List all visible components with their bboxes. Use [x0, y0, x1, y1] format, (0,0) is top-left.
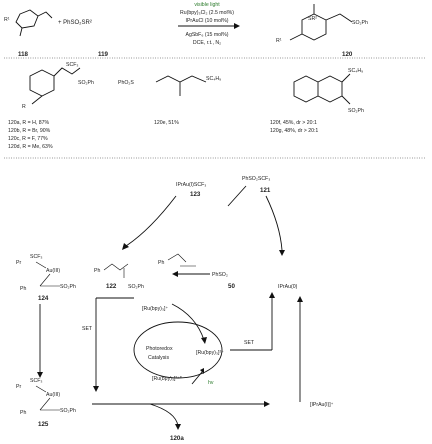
arrow-to-120a — [149, 403, 179, 427]
mech-scf3-124: SCF₃ — [30, 254, 43, 260]
mech-so2ph-125: SO₂Ph — [60, 408, 76, 414]
mech-phso2scf3: PhSO₂SCF₃ — [242, 176, 270, 182]
example-120a-so2ph: SO₂Ph — [78, 80, 94, 86]
mech-ipr-au-i-plus: [IPrAu(I)]⁺ — [310, 402, 334, 408]
photoredox-subtitle: Catalysis — [148, 355, 169, 361]
mech-125-label: 125 — [38, 421, 49, 428]
reagent-label: + PhSO₂SR² — [58, 20, 92, 26]
mechanism: IPrAu(I)SCF₃ 123 PhSO₂SCF₃ 121 Pr SCF₃ A… — [16, 176, 334, 442]
example-120e-phso2s: PhO₂S — [118, 80, 134, 86]
light-condition: visible light — [194, 2, 220, 8]
mech-ph-122: Ph — [94, 268, 100, 274]
mech-so2ph-124: SO₂Ph — [60, 284, 76, 290]
product-r1-label: R¹ — [276, 38, 282, 44]
example-120e-structure — [155, 75, 207, 96]
mech-ph-125: Ph — [20, 410, 26, 416]
example-120f-entry: 120f, 45%, dr > 20:1 — [270, 120, 317, 126]
mech-50-label: 50 — [228, 283, 235, 290]
solvent-condition: DCE, r.t., N₂ — [193, 40, 221, 46]
example-120a-d-list: 120a, R = H, 87% 120b, R = Br, 90% 120c,… — [8, 120, 53, 150]
mech-123-label: 123 — [190, 191, 201, 198]
compound-119: 119 — [98, 51, 109, 58]
mech-122-label: 122 — [106, 283, 117, 290]
mech-ru-plus: [Ru(bpy)₃]⁺ — [142, 306, 168, 312]
arrow-121-in — [265, 195, 283, 251]
example-120f-structure — [293, 73, 351, 105]
r1-label: R¹ — [4, 17, 10, 23]
arrow-121-left — [227, 185, 247, 207]
example-120e-sc4h9: SC₄H₉ — [206, 76, 221, 82]
substrate-118-structure — [15, 9, 53, 37]
example-120a-structure — [29, 67, 81, 105]
mech-ru-2plus: [Ru(bpy)₃]²⁺ — [196, 350, 224, 356]
arrow-123-in — [125, 195, 177, 247]
set-right-label: SET — [244, 340, 255, 346]
mech-120a-label: 120a — [170, 435, 184, 442]
set-left-label: SET — [82, 326, 93, 332]
substrate-examples: SCF₃ SO₂Ph R PhO₂S SC₄H₉ SC₄H₉ SO₂Ph 120… — [4, 62, 426, 159]
example-120g-entry: 120g, 48%, dr > 20:1 — [270, 128, 318, 134]
compound-120: 120 — [342, 51, 353, 58]
mech-phso2-radical: PhSO₂ — [212, 272, 228, 278]
photocatalyst-condition: Ru(bpy)₃Cl₂ (2.5 mol%) — [180, 10, 234, 16]
example-120a-entry: 120a, R = H, 87% — [8, 120, 49, 126]
mech-pr-label-125: Pr — [16, 384, 21, 390]
additive-condition: AgSbF₆ (15 mol%) — [185, 32, 228, 38]
mech-ph-124: Ph — [20, 286, 26, 292]
example-120c-entry: 120c, R = F, 77% — [8, 136, 48, 142]
compound-118: 118 — [18, 51, 29, 58]
example-120d-entry: 120d, R = Me, 63% — [8, 144, 53, 150]
example-120f-so2ph: SO₂Ph — [348, 108, 364, 114]
product-so2ph-label: SO₂Ph — [352, 20, 368, 26]
photoredox-cycle — [133, 321, 223, 379]
example-120a-scf3: SCF₃ — [66, 62, 79, 68]
mech-ph-arr: Ph — [158, 260, 164, 266]
mech-so2ph-122: SO₂Ph — [128, 284, 144, 290]
product-r2-label: SR² — [308, 16, 317, 22]
example-120f-sc4h9: SC₄H₉ — [348, 68, 363, 74]
mech-au-iii-124: Au(III) — [46, 268, 60, 274]
product-120-structure — [289, 4, 353, 41]
mech-ru-2plus-star: [Ru(bpy)₃]²⁺* — [152, 376, 182, 382]
photoredox-title: Photoredox — [146, 346, 173, 352]
mech-iprau0-label: IPrAu(0) — [278, 284, 298, 290]
mech-pr-label: Pr — [16, 260, 21, 266]
example-120b-entry: 120b, R = Br, 90% — [8, 128, 51, 134]
arrow-ru-plus — [171, 303, 205, 341]
mech-124-label: 124 — [38, 295, 49, 302]
mech-121-label: 121 — [260, 187, 271, 194]
gold-catalyst-condition: IPrAuCl (10 mol%) — [186, 18, 229, 24]
mech-iprau-scf3: IPrAu(I)SCF₃ — [176, 182, 206, 188]
general-reaction: R¹ + PhSO₂SR² visible light Ru(bpy)₃Cl₂ … — [4, 2, 426, 59]
example-120a-r: R — [22, 104, 26, 110]
example-120e-entry: 120e, 51% — [154, 120, 179, 126]
mech-au-iii-125: Au(III) — [46, 392, 60, 398]
mech-hv: hv — [208, 380, 214, 386]
mech-scf3-125: SCF₃ — [30, 378, 43, 384]
